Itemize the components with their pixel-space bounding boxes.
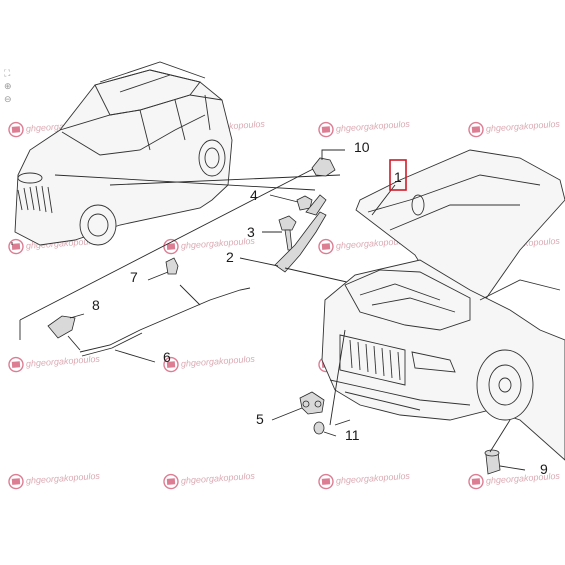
fit-screen-icon[interactable]: ⛶ — [3, 68, 11, 79]
watermark-logo-icon — [8, 121, 24, 138]
zoom-out-icon[interactable]: ⊖ — [4, 95, 12, 105]
watermark-logo-icon — [8, 356, 24, 373]
watermark: ghgeorgakopoulos — [468, 119, 561, 138]
watermark: ghgeorgakopoulos — [318, 119, 411, 138]
callout-1[interactable]: 1 — [394, 169, 402, 185]
callout-2[interactable]: 2 — [226, 249, 234, 265]
watermark-logo-icon — [163, 356, 179, 373]
callout-11[interactable]: 11 — [345, 427, 360, 443]
watermark: ghgeorgakopoulos — [163, 471, 256, 490]
watermark-text: ghgeorgakopoulos — [336, 471, 411, 486]
watermark-logo-icon — [163, 238, 179, 255]
callout-8[interactable]: 8 — [92, 297, 100, 313]
callout-3[interactable]: 3 — [247, 224, 255, 240]
zoom-in-icon[interactable]: ⊕ — [4, 82, 12, 92]
watermark-logo-icon — [318, 121, 334, 138]
watermark-text: ghgeorgakopoulos — [26, 471, 101, 486]
part-2-hinge[interactable] — [239, 194, 361, 286]
callout-5[interactable]: 5 — [256, 411, 264, 427]
watermark-text: ghgeorgakopoulos — [181, 354, 256, 369]
watermark-text: ghgeorgakopoulos — [181, 236, 256, 251]
watermark-text: ghgeorgakopoulos — [486, 471, 561, 486]
watermark-logo-icon — [468, 121, 484, 138]
zoom-toolbar: ⛶ ⊕ ⊖ — [3, 68, 12, 105]
callout-6[interactable]: 6 — [163, 349, 171, 365]
watermark: ghgeorgakopoulos — [8, 471, 101, 490]
part-11-bumper[interactable] — [313, 421, 337, 437]
vehicle-overview-drawing — [14, 61, 233, 246]
watermark: ghgeorgakopoulos — [163, 354, 256, 373]
watermark-logo-icon — [8, 473, 24, 490]
watermark: ghgeorgakopoulos — [163, 236, 256, 255]
watermark-logo-icon — [8, 238, 24, 255]
part-9-rubber-stop[interactable] — [484, 449, 526, 475]
part-5-latch[interactable] — [271, 391, 325, 421]
callout-10[interactable]: 10 — [354, 139, 370, 155]
part-10-clip[interactable] — [311, 149, 345, 177]
watermark-text: ghgeorgakopoulos — [486, 119, 561, 134]
watermark-logo-icon — [318, 238, 334, 255]
part-7-clip[interactable] — [147, 257, 179, 281]
part-6-release-cable[interactable] — [79, 284, 251, 363]
watermark-text: ghgeorgakopoulos — [336, 119, 411, 134]
vehicle-bonnet-open-drawing — [321, 149, 565, 461]
part-3-bolt[interactable] — [262, 215, 297, 251]
part-8-release-handle[interactable] — [47, 313, 85, 351]
callout-7[interactable]: 7 — [130, 269, 138, 285]
part-4-spacer[interactable] — [269, 194, 313, 211]
watermark: ghgeorgakopoulos — [318, 471, 411, 490]
callout-9[interactable]: 9 — [540, 461, 548, 477]
watermark-logo-icon — [318, 473, 334, 490]
watermark-logo-icon — [163, 473, 179, 490]
callout-4[interactable]: 4 — [250, 187, 258, 203]
watermark-text: ghgeorgakopoulos — [181, 471, 256, 486]
watermark-text: ghgeorgakopoulos — [26, 354, 101, 369]
watermark-logo-icon — [468, 473, 484, 490]
selected-callout-highlight — [389, 159, 407, 191]
